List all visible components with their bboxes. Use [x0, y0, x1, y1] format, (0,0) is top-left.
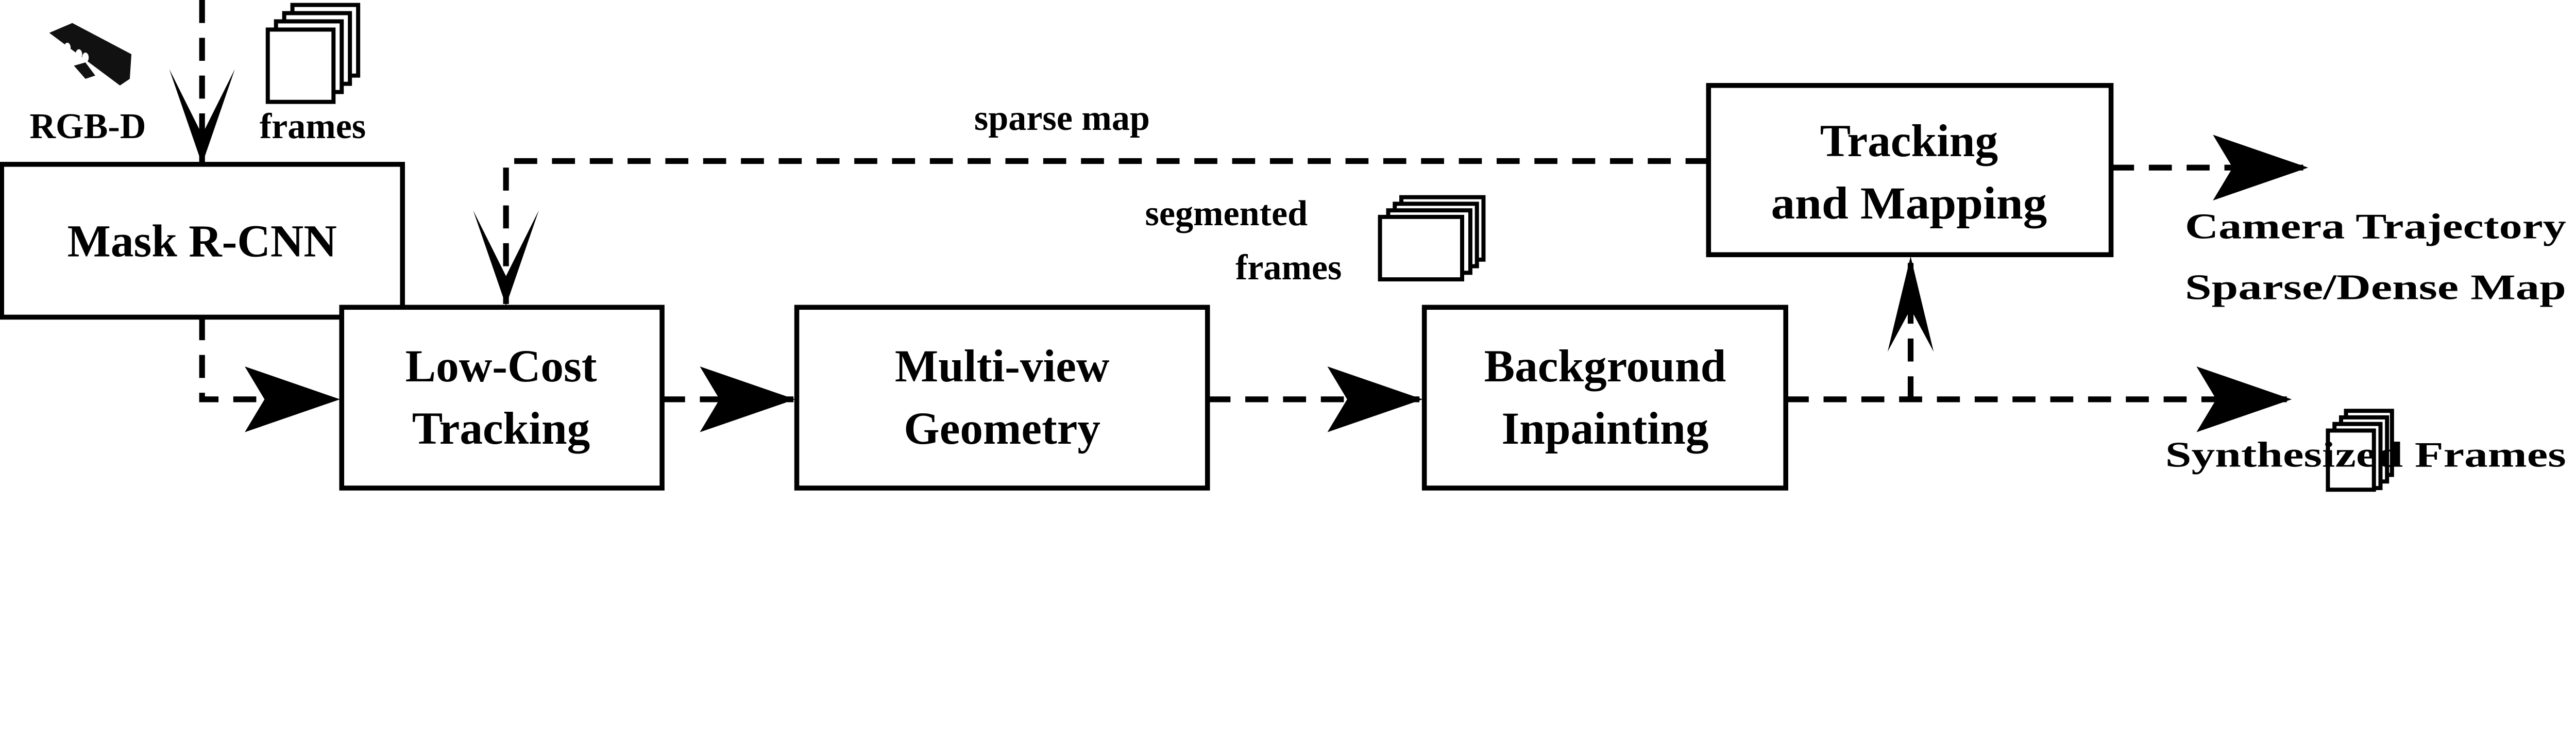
box-tracking-mapping: Tracking and Mapping: [1706, 83, 2114, 258]
arrowhead-synthesized-output-icon: [2196, 366, 2292, 432]
box-low-cost-tracking: Low-Cost Tracking: [339, 305, 665, 491]
box-background-inpainting: Background Inpainting: [1421, 305, 1788, 491]
arrowhead-into-background-inpainting-icon: [1327, 366, 1423, 432]
sparse-map-line: [503, 158, 1709, 304]
synthesized-frames-icon: [2326, 409, 2394, 492]
arrowhead-into-mask-rcnn-icon: [169, 69, 235, 164]
input-frames-icon: [265, 3, 361, 104]
kinect-camera-icon: [49, 23, 132, 86]
box-low-cost-tracking-label-2: Tracking: [412, 403, 590, 454]
box-background-inpainting-label-2: Inpainting: [1501, 403, 1708, 454]
box-mask-rcnn-label: Mask R-CNN: [67, 215, 337, 266]
arrowhead-into-low-cost-tracking-top-icon: [473, 210, 539, 306]
sparse-map-label: sparse map: [974, 98, 1150, 138]
pipeline-diagram: Mask R-CNN Low-Cost Tracking Multi-view …: [0, 0, 2566, 492]
arrowhead-into-multi-view-geometry-icon: [700, 366, 795, 432]
box-mask-rcnn: Mask R-CNN: [0, 162, 405, 320]
box-multi-view-geometry-label-1: Multi-view: [895, 341, 1109, 392]
box-tracking-mapping-label-1: Tracking: [1820, 115, 1998, 166]
box-multi-view-geometry-label-2: Geometry: [904, 403, 1100, 454]
rgbd-label: RGB-D: [29, 106, 146, 146]
camera-trajectory-label: Camera Trajectory: [2185, 206, 2566, 246]
arrowhead-camera-output-icon: [2213, 135, 2309, 201]
arrowheads: [169, 69, 2309, 432]
box-low-cost-tracking-label-1: Low-Cost: [405, 341, 597, 392]
segmented-frames-label-2: frames: [1235, 247, 1342, 288]
synthesized-frames-label: Synthesized Frames: [2165, 435, 2566, 475]
arrowhead-into-tracking-mapping-icon: [1887, 256, 1934, 352]
arrowhead-into-low-cost-tracking-icon: [245, 366, 341, 432]
frames-label: frames: [260, 106, 366, 146]
box-tracking-mapping-label-2: and Mapping: [1771, 178, 2047, 229]
box-multi-view-geometry: Multi-view Geometry: [794, 305, 1210, 491]
sparse-dense-map-label: Sparse/Dense Map: [2185, 267, 2566, 307]
box-background-inpainting-label-1: Background: [1484, 341, 1726, 392]
segmented-frames-label-1: segmented: [1145, 193, 1308, 233]
segmented-frames-icon: [1378, 195, 1486, 282]
